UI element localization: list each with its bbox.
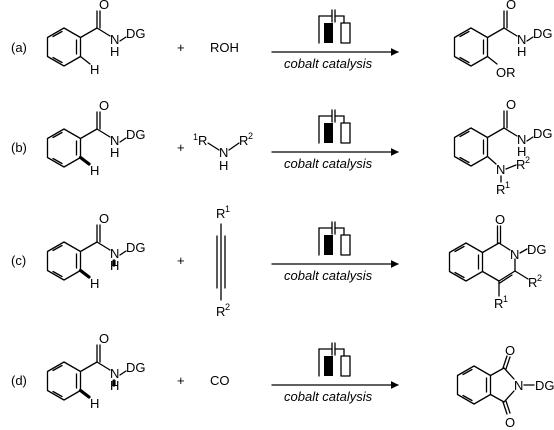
ortho-hydrogen: H bbox=[90, 396, 99, 411]
svg-text:R: R bbox=[494, 296, 503, 311]
amide-nitrogen: N bbox=[517, 132, 526, 147]
directing-group: DG bbox=[533, 126, 553, 141]
plus-sign: + bbox=[177, 140, 185, 155]
directing-group: DG bbox=[126, 240, 146, 255]
substrate-benzamide: O N H DG H bbox=[46, 331, 146, 411]
reaction-arrow: cobalt catalysis bbox=[271, 342, 399, 404]
product-ortho-amine: O N H DG N R 2 R 1 bbox=[453, 97, 553, 197]
reaction-arrow: cobalt catalysis bbox=[271, 9, 399, 71]
ortho-substituent: OR bbox=[496, 65, 516, 80]
condition-text: cobalt catalysis bbox=[284, 156, 373, 171]
carbonyl-oxygen: O bbox=[99, 331, 109, 346]
ring-nitrogen: N bbox=[510, 247, 519, 262]
reaction-arrow: cobalt catalysis bbox=[271, 109, 399, 171]
substrate-benzamide: O N H DG H bbox=[46, 98, 146, 178]
svg-text:R: R bbox=[516, 157, 525, 172]
svg-text:H: H bbox=[219, 158, 228, 173]
ortho-hydrogen: H bbox=[90, 276, 99, 291]
reaction-arrow: cobalt catalysis bbox=[271, 221, 399, 283]
plus-sign: + bbox=[177, 253, 185, 268]
svg-text:R: R bbox=[528, 275, 537, 290]
imide-nitrogen: N bbox=[514, 378, 523, 393]
product-phthalimide: O N DG O bbox=[456, 343, 554, 430]
amide-hydrogen: H bbox=[517, 144, 526, 159]
reaction-label: (a) bbox=[11, 40, 27, 55]
svg-text:2: 2 bbox=[225, 302, 230, 312]
carbonyl-oxygen: O bbox=[495, 212, 505, 227]
directing-group: DG bbox=[126, 127, 146, 142]
svg-text:2: 2 bbox=[525, 155, 530, 165]
svg-text:2: 2 bbox=[248, 131, 253, 141]
ortho-hydrogen: H bbox=[90, 163, 99, 178]
condition-text: cobalt catalysis bbox=[284, 56, 373, 71]
product-isoquinolone: O N DG R 2 R 1 bbox=[448, 212, 547, 311]
reaction-label: (b) bbox=[11, 140, 27, 155]
reagent-alcohol: ROH bbox=[210, 40, 239, 55]
cobalt-catalyst-cartoon-icon bbox=[318, 9, 351, 44]
carbonyl-oxygen: O bbox=[506, 0, 516, 12]
amide-hydrogen: H bbox=[110, 44, 119, 59]
amide-nitrogen: N bbox=[517, 32, 526, 47]
directing-group: DG bbox=[126, 26, 146, 41]
svg-text:2: 2 bbox=[537, 273, 542, 283]
svg-text:R: R bbox=[239, 133, 248, 148]
reagent-alkyne: R 1 R 2 bbox=[216, 204, 230, 319]
plus-sign: + bbox=[177, 373, 185, 388]
amide-nitrogen: N bbox=[110, 366, 119, 381]
carbonyl-oxygen: O bbox=[99, 0, 109, 12]
carbonyl-oxygen: O bbox=[506, 97, 516, 112]
amide-hydrogen: H bbox=[110, 145, 119, 160]
amide-hydrogen: H bbox=[517, 44, 526, 59]
svg-text:1: 1 bbox=[193, 132, 198, 142]
svg-text:R: R bbox=[216, 206, 225, 221]
amide-nitrogen: N bbox=[110, 246, 119, 261]
svg-text:1: 1 bbox=[225, 204, 230, 214]
ortho-hydrogen: H bbox=[90, 62, 99, 77]
condition-text: cobalt catalysis bbox=[284, 268, 373, 283]
cobalt-catalyst-cartoon-icon bbox=[318, 342, 351, 377]
condition-text: cobalt catalysis bbox=[284, 389, 373, 404]
reaction-d: (d) O N H DG H + CO cobalt catalysis bbox=[11, 331, 554, 430]
svg-text:1: 1 bbox=[505, 180, 510, 190]
reaction-a: (a) O N H DG H + ROH cobalt catalysis O … bbox=[11, 0, 553, 80]
directing-group: DG bbox=[527, 242, 547, 257]
svg-text:N: N bbox=[219, 145, 228, 160]
svg-text:1: 1 bbox=[503, 294, 508, 304]
amide-nitrogen: N bbox=[110, 32, 119, 47]
cobalt-catalyst-cartoon-icon bbox=[318, 221, 351, 256]
reagent-carbon-monoxide: CO bbox=[210, 373, 230, 388]
directing-group: DG bbox=[533, 26, 553, 41]
reaction-label: (d) bbox=[11, 373, 27, 388]
reaction-label: (c) bbox=[11, 253, 26, 268]
product-ortho-ether: O N H DG OR bbox=[453, 0, 553, 80]
svg-text:R: R bbox=[496, 182, 505, 197]
svg-text:R: R bbox=[216, 304, 225, 319]
plus-sign: + bbox=[177, 40, 185, 55]
carbonyl-oxygen: O bbox=[99, 98, 109, 113]
reagent-amine: 1 R N H R 2 bbox=[193, 131, 253, 173]
svg-text:R: R bbox=[198, 133, 207, 148]
directing-group: DG bbox=[535, 378, 554, 393]
carbonyl-oxygen-bottom: O bbox=[505, 415, 515, 430]
aryl-amine-nitrogen: N bbox=[496, 162, 505, 177]
substrate-benzamide: O N H DG H bbox=[46, 211, 146, 291]
carbonyl-oxygen: O bbox=[99, 211, 109, 226]
reaction-c: (c) O N H DG H + R 1 R 2 bbox=[11, 204, 547, 319]
cobalt-catalyst-cartoon-icon bbox=[318, 109, 351, 144]
substrate-benzamide: O N H DG H bbox=[48, 0, 146, 77]
amide-nitrogen: N bbox=[110, 133, 119, 148]
directing-group: DG bbox=[126, 360, 146, 375]
carbonyl-oxygen-top: O bbox=[505, 343, 515, 358]
reaction-b: (b) O N H DG H + 1 R N H R 2 bbox=[11, 97, 553, 197]
